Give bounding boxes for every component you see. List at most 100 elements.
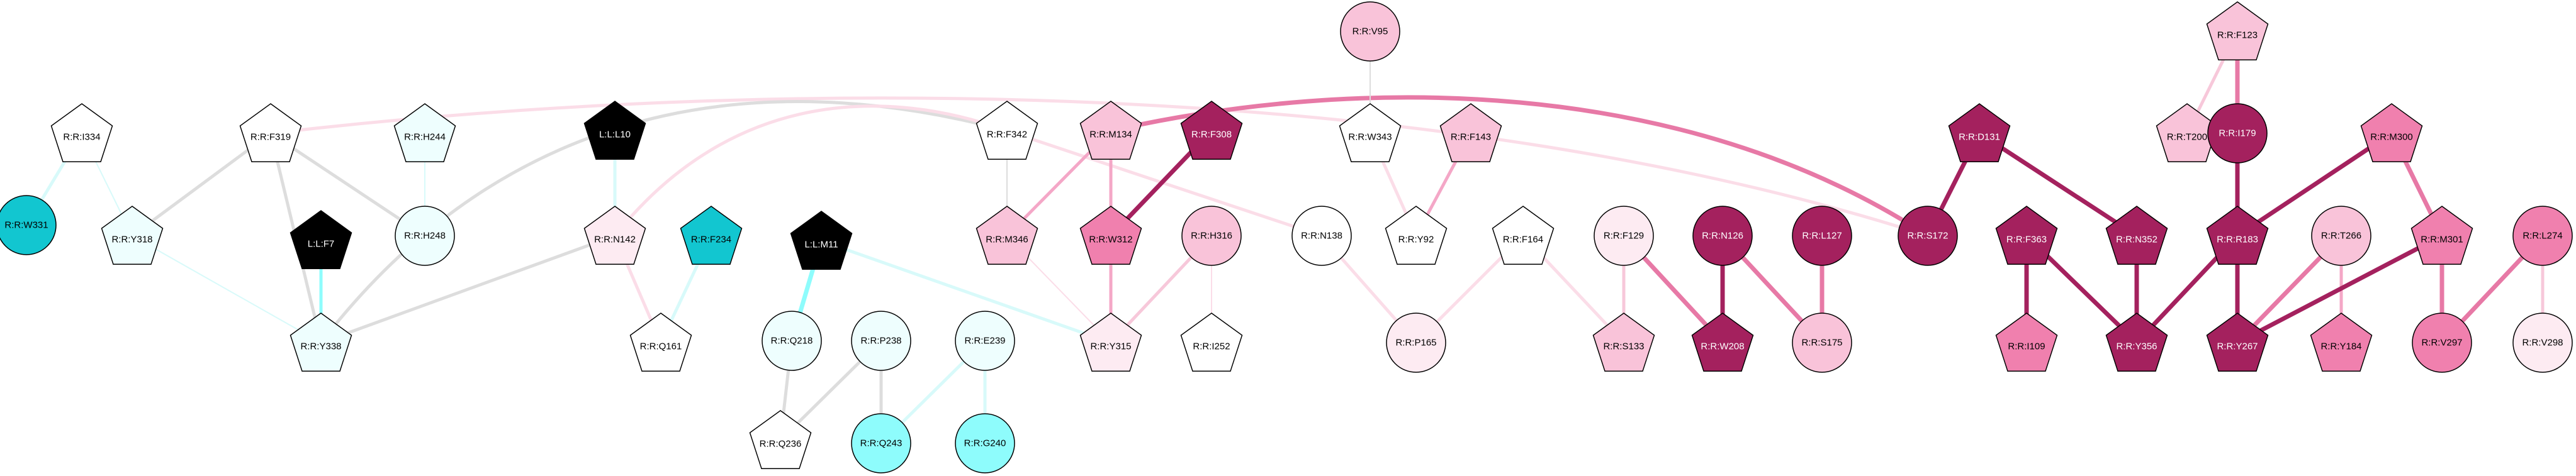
node-i252[interactable]: R:R:I252 xyxy=(1180,313,1243,372)
node-y184[interactable]: R:R:Y184 xyxy=(2310,313,2373,372)
node-l274[interactable]: R:R:L274 xyxy=(2512,206,2573,266)
node-l127[interactable]: R:R:L127 xyxy=(1792,206,1852,266)
node-label: R:R:Y356 xyxy=(2116,341,2157,352)
node-n142[interactable]: R:R:N142 xyxy=(583,206,646,265)
pentagon-node-shape xyxy=(2410,206,2473,265)
node-f123[interactable]: R:R:F123 xyxy=(2206,1,2269,61)
node-v297[interactable]: R:R:V297 xyxy=(2412,313,2472,373)
node-q243[interactable]: R:R:Q243 xyxy=(851,413,911,473)
node-label: R:R:M134 xyxy=(1089,130,1132,140)
node-label: R:R:M301 xyxy=(2421,235,2463,245)
node-g240[interactable]: R:R:G240 xyxy=(955,413,1015,473)
pentagon-node-shape xyxy=(976,101,1038,160)
node-label: R:R:Q243 xyxy=(860,438,903,449)
node-f319[interactable]: R:R:F319 xyxy=(239,103,302,163)
node-y267[interactable]: R:R:Y267 xyxy=(2206,313,2269,372)
node-d131[interactable]: R:R:D131 xyxy=(1948,103,2011,163)
node-l10[interactable]: L:L:L10 xyxy=(583,101,646,160)
node-label: R:R:Y267 xyxy=(2217,341,2258,352)
node-label: R:R:N126 xyxy=(1702,231,1743,241)
pentagon-node-shape xyxy=(2105,206,2168,265)
pentagon-node-shape xyxy=(1180,101,1243,160)
node-s133[interactable]: R:R:S133 xyxy=(1592,313,1655,372)
edge-f319-s172 xyxy=(269,96,1930,238)
node-f234[interactable]: R:R:F234 xyxy=(680,206,743,265)
node-s172[interactable]: R:R:S172 xyxy=(1898,206,1958,266)
node-w331[interactable]: R:R:W331 xyxy=(0,195,57,255)
node-q218[interactable]: R:R:Q218 xyxy=(762,311,822,371)
node-label: R:R:F363 xyxy=(2006,235,2047,245)
node-t200[interactable]: R:R:T200 xyxy=(2156,103,2219,163)
node-label: R:R:H244 xyxy=(404,132,446,143)
circle-node-shape xyxy=(1792,313,1852,373)
node-m301[interactable]: R:R:M301 xyxy=(2410,206,2473,265)
node-s175[interactable]: R:R:S175 xyxy=(1792,313,1852,373)
node-m11[interactable]: L:L:M11 xyxy=(790,211,853,270)
node-label: R:R:F308 xyxy=(1191,130,1232,140)
node-h248[interactable]: R:R:H248 xyxy=(395,206,455,266)
node-v298[interactable]: R:R:V298 xyxy=(2512,313,2573,373)
node-m134[interactable]: R:R:M134 xyxy=(1079,101,1142,160)
node-i179[interactable]: R:R:I179 xyxy=(2207,103,2268,163)
node-n126[interactable]: R:R:N126 xyxy=(1692,206,1753,266)
node-t266[interactable]: R:R:T266 xyxy=(2311,206,2371,266)
node-y318[interactable]: R:R:Y318 xyxy=(101,206,164,265)
node-m300[interactable]: R:R:M300 xyxy=(2360,103,2423,163)
node-y92[interactable]: R:R:Y92 xyxy=(1385,206,1448,265)
circle-node-shape xyxy=(1340,1,1400,62)
circle-node-shape xyxy=(2512,206,2573,266)
pentagon-node-shape xyxy=(1079,313,1142,372)
node-i109[interactable]: R:R:I109 xyxy=(1995,313,2058,372)
node-label: R:R:F129 xyxy=(1604,231,1644,241)
node-w343[interactable]: R:R:W343 xyxy=(1339,103,1402,163)
node-e239[interactable]: R:R:E239 xyxy=(955,311,1015,371)
pentagon-node-shape xyxy=(583,206,646,265)
node-f363[interactable]: R:R:F363 xyxy=(1995,206,2058,265)
pentagon-node-shape xyxy=(1385,206,1448,265)
edge-m301-y267 xyxy=(2235,233,2444,345)
node-label: R:R:N352 xyxy=(2116,235,2157,245)
node-h316[interactable]: R:R:H316 xyxy=(1181,206,1242,266)
node-y356[interactable]: R:R:Y356 xyxy=(2105,313,2168,372)
node-f143[interactable]: R:R:F143 xyxy=(1439,103,1502,163)
pentagon-node-shape xyxy=(1079,206,1142,265)
node-label: R:R:I109 xyxy=(2008,341,2045,352)
pentagon-node-shape xyxy=(976,206,1038,265)
node-p238[interactable]: R:R:P238 xyxy=(851,311,911,371)
node-w312[interactable]: R:R:W312 xyxy=(1079,206,1142,265)
node-f342[interactable]: R:R:F342 xyxy=(976,101,1038,160)
node-f308[interactable]: R:R:F308 xyxy=(1180,101,1243,160)
node-label: R:R:G240 xyxy=(964,438,1006,449)
node-h244[interactable]: R:R:H244 xyxy=(393,103,456,163)
node-w208[interactable]: R:R:W208 xyxy=(1691,313,1754,372)
node-q236[interactable]: R:R:Q236 xyxy=(749,410,812,470)
node-label: R:R:Y315 xyxy=(1090,341,1131,352)
node-q161[interactable]: R:R:Q161 xyxy=(629,313,692,372)
node-n138[interactable]: R:R:N138 xyxy=(1291,206,1352,266)
circle-node-shape xyxy=(1692,206,1753,266)
node-f164[interactable]: R:R:F164 xyxy=(1492,206,1555,265)
edge-f319-h248 xyxy=(269,131,427,238)
node-f7[interactable]: L:L:F7 xyxy=(290,210,352,270)
node-m346[interactable]: R:R:M346 xyxy=(976,206,1038,265)
pentagon-node-shape xyxy=(2206,313,2269,372)
node-v95[interactable]: R:R:V95 xyxy=(1340,1,1400,62)
circle-node-shape xyxy=(955,413,1015,473)
node-p165[interactable]: R:R:P165 xyxy=(1386,313,1446,373)
edge-f342-n138 xyxy=(1005,129,1324,238)
node-y338[interactable]: R:R:Y338 xyxy=(290,313,352,372)
node-label: R:R:F143 xyxy=(1451,132,1491,143)
node-y315[interactable]: R:R:Y315 xyxy=(1079,313,1142,372)
node-n352[interactable]: R:R:N352 xyxy=(2105,206,2168,265)
pentagon-node-shape xyxy=(583,101,646,160)
node-i334[interactable]: R:R:I334 xyxy=(50,103,113,163)
node-label: R:R:L274 xyxy=(2523,231,2562,241)
pentagon-node-shape xyxy=(680,206,743,265)
edge-d131-n352 xyxy=(1977,131,2139,238)
pentagon-node-shape xyxy=(2360,103,2423,163)
node-r183[interactable]: R:R:R183 xyxy=(2206,206,2269,265)
circle-node-shape xyxy=(851,311,911,371)
pentagon-node-shape xyxy=(1995,206,2058,265)
node-f129[interactable]: R:R:F129 xyxy=(1594,206,1654,266)
